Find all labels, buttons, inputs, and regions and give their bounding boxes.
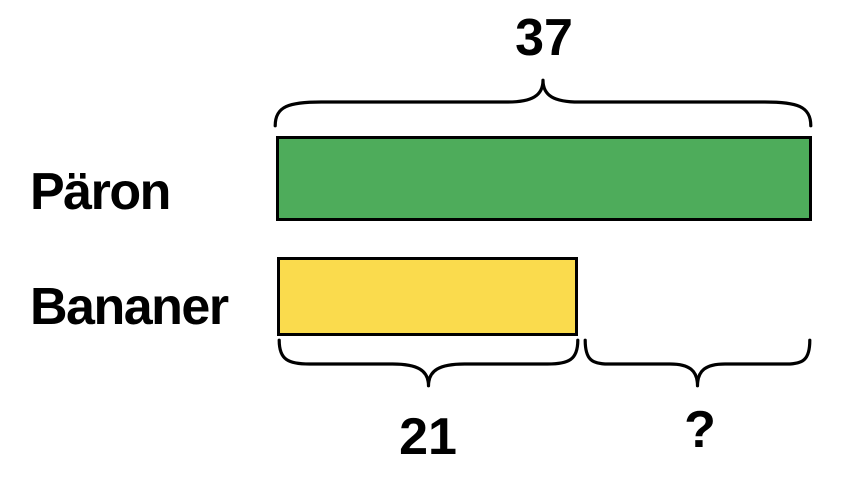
total-brace xyxy=(273,78,813,128)
unknown-part-value-label: ? xyxy=(684,401,716,459)
known-part-value-label: 21 xyxy=(399,408,457,466)
total-value-label: 37 xyxy=(515,9,573,67)
known-part-brace xyxy=(277,338,580,388)
bananas-row-label: Bananer xyxy=(30,278,229,336)
pears-bar xyxy=(276,136,812,221)
unknown-part-brace xyxy=(583,338,812,388)
bananas-bar xyxy=(277,257,578,336)
pears-row-label: Päron xyxy=(30,163,171,221)
